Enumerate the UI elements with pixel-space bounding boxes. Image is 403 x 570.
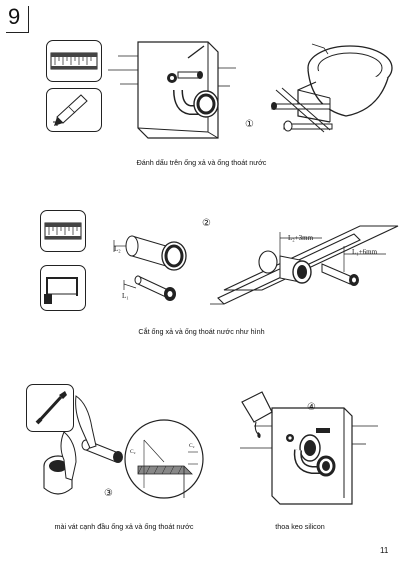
dimension-l2-plus-3mm: L₂+3mm [288,234,314,242]
step-number-frame [6,6,29,33]
step-number: 9 [8,4,21,29]
tape-measure-icon-2 [44,222,82,240]
silicone-bottle-icon [241,391,273,438]
pencil-icon [53,94,88,126]
hacksaw-tool-box [40,265,86,311]
wall-pipe-marking-illustration [108,41,236,139]
step-marker-4: ④ [307,402,316,413]
dimension-c2-right: C₂ [189,443,195,449]
silicone-application-illustration [240,391,378,505]
file-tool-box [26,384,74,432]
caption-silicone: thoa keo silicon [275,522,325,531]
dimension-l1: L₁ [122,292,129,300]
caption-bevel: mài vát cạnh đầu ống xả và ống thoát nướ… [54,522,194,531]
tape-measure-tool-box-2 [40,210,86,252]
file-tool-icon [35,391,67,425]
step-marker-1: ① [245,119,254,130]
bevel-pipe-illustration [43,395,123,495]
tape-measure-icon [50,52,98,70]
step-marker-2: ② [202,218,211,229]
dimension-c2-left: C₂ [130,449,136,455]
hacksaw-icon [44,277,78,304]
caption-mark: Đánh dấu trên ống xả và ống thoát nước [136,158,267,167]
cut-pipe-pieces-illustration [113,235,187,301]
step-marker-3: ③ [104,488,113,499]
page-number: 11 [380,546,389,555]
toilet-illustration [271,43,393,133]
tape-measure-tool-box [46,40,102,82]
bevel-detail-circle [124,419,204,499]
pencil-tool-box [46,88,102,132]
dimension-l2: L₂ [114,245,121,253]
wall-cut-pipe-illustration [210,225,399,305]
caption-cut: Cắt ống xả và ống thoát nước như hình [138,327,265,336]
dimension-l1-plus-6mm: L₁+6mm [352,248,378,256]
